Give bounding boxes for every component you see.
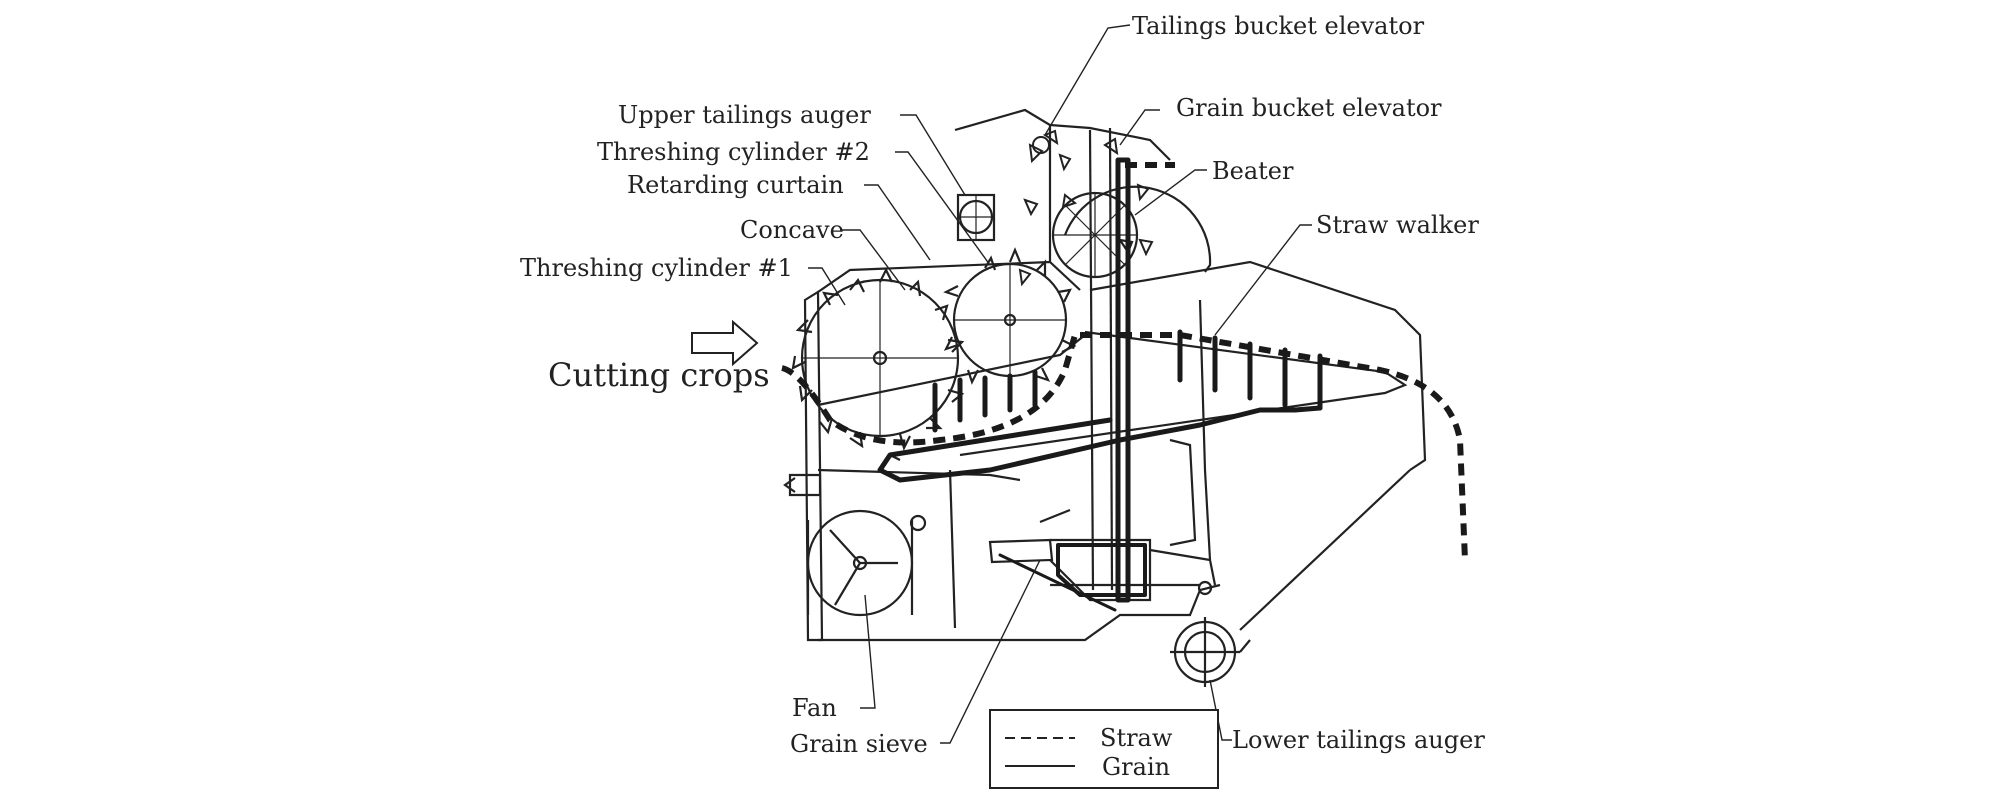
label-threshing-cylinder-2: Threshing cylinder #2 <box>597 138 870 166</box>
legend-straw-label: Straw <box>1100 724 1173 752</box>
label-beater: Beater <box>1212 157 1294 185</box>
label-cutting-crops: Cutting crops <box>548 356 770 394</box>
straw-paths <box>781 162 1468 561</box>
legend-box <box>989 709 1219 789</box>
label-threshing-cylinder-1: Threshing cylinder #1 <box>520 254 793 282</box>
threshing-cylinder-1-drawing <box>791 267 965 452</box>
input-arrow-icon <box>691 319 759 367</box>
label-straw-walker: Straw walker <box>1316 211 1479 239</box>
grain-sieve-drawing <box>988 508 1217 602</box>
lower-tailings-auger-drawing <box>1170 617 1251 687</box>
label-grain-sieve: Grain sieve <box>790 730 928 758</box>
threshing-cylinder-2-drawing <box>943 247 1077 385</box>
leader-lines <box>808 24 1312 744</box>
elevator-buckets <box>1018 129 1154 287</box>
label-fan: Fan <box>792 694 837 722</box>
upper-tailings-auger-drawing <box>956 193 996 242</box>
fan-drawing <box>806 509 927 617</box>
legend-grain-label: Grain <box>1102 753 1170 781</box>
label-grain-bucket-elevator: Grain bucket elevator <box>1176 94 1442 122</box>
label-retarding-curtain: Retarding curtain <box>627 171 844 199</box>
label-concave: Concave <box>740 216 844 244</box>
label-tailings-bucket-elevator: Tailings bucket elevator <box>1132 12 1425 40</box>
label-lower-tailings-auger: Lower tailings auger <box>1232 726 1485 754</box>
legend: Straw Grain <box>989 709 1219 789</box>
grain-paths <box>877 157 1323 612</box>
label-upper-tailings-auger: Upper tailings auger <box>618 101 871 129</box>
